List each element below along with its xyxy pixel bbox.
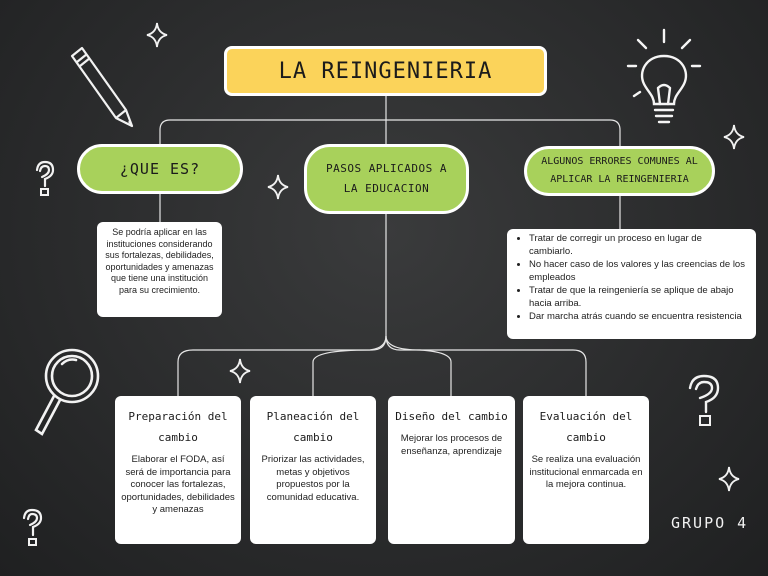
step-card-evaluacion: Evaluación del cambio Se realiza una eva… [523, 396, 649, 544]
step-card-diseno: Diseño del cambio Mejorar los procesos d… [388, 396, 515, 544]
step-title: Planeación del cambio [266, 410, 360, 444]
question-mark-icon [22, 508, 43, 546]
step-text: Mejorar los procesos de enseñanza, apren… [400, 433, 503, 457]
list-item: Tratar de que la reingeniería se aplique… [529, 285, 748, 310]
pencil-icon [70, 46, 134, 128]
step-title: Preparación del cambio [128, 410, 228, 444]
lightbulb-icon [626, 28, 702, 124]
branch-errores: ALGUNOS ERRORES COMUNES AL APLICAR LA RE… [524, 146, 715, 196]
que-es-card: Se podría aplicar en las instituciones c… [97, 222, 222, 317]
que-es-text: Se podría aplicar en las instituciones c… [105, 227, 214, 295]
errores-list: Tratar de corregir un proceso en lugar d… [529, 233, 748, 324]
sparkle-icon [267, 174, 289, 200]
errores-card: Tratar de corregir un proceso en lugar d… [507, 229, 756, 339]
step-text: Priorizar las actividades, metas y objet… [261, 454, 365, 503]
step-card-planeacion: Planeación del cambio Priorizar las acti… [250, 396, 376, 544]
step-card-preparacion: Preparación del cambio Elaborar el FODA,… [115, 396, 241, 544]
branch-que-es: ¿QUE ES? [77, 144, 243, 194]
step-text: Elaborar el FODA, así será de importanci… [121, 454, 235, 515]
branch-que-es-label: ¿QUE ES? [119, 160, 201, 178]
branch-errores-label: ALGUNOS ERRORES COMUNES AL APLICAR LA RE… [541, 156, 698, 185]
sparkle-icon [146, 22, 168, 48]
branch-pasos: PASOS APLICADOS A LA EDUCACION [304, 144, 469, 214]
sparkle-icon [723, 124, 745, 150]
main-title-text: LA REINGENIERIA [278, 58, 493, 84]
question-mark-icon [688, 374, 720, 426]
question-mark-icon [35, 160, 55, 196]
magnifier-icon [34, 348, 100, 436]
main-title: LA REINGENIERIA [224, 46, 547, 96]
step-title: Diseño del cambio [395, 410, 508, 423]
group-label: GRUPO 4 [671, 514, 749, 532]
sparkle-icon [229, 358, 251, 384]
list-item: Dar marcha atrás cuando se encuentra res… [529, 311, 748, 324]
step-title: Evaluación del cambio [539, 410, 633, 444]
branch-pasos-label: PASOS APLICADOS A LA EDUCACION [325, 162, 448, 195]
step-text: Se realiza una evaluación institucional … [529, 454, 643, 490]
list-item: Tratar de corregir un proceso en lugar d… [529, 233, 748, 258]
sparkle-icon [718, 466, 740, 492]
list-item: No hacer caso de los valores y las creen… [529, 259, 748, 284]
